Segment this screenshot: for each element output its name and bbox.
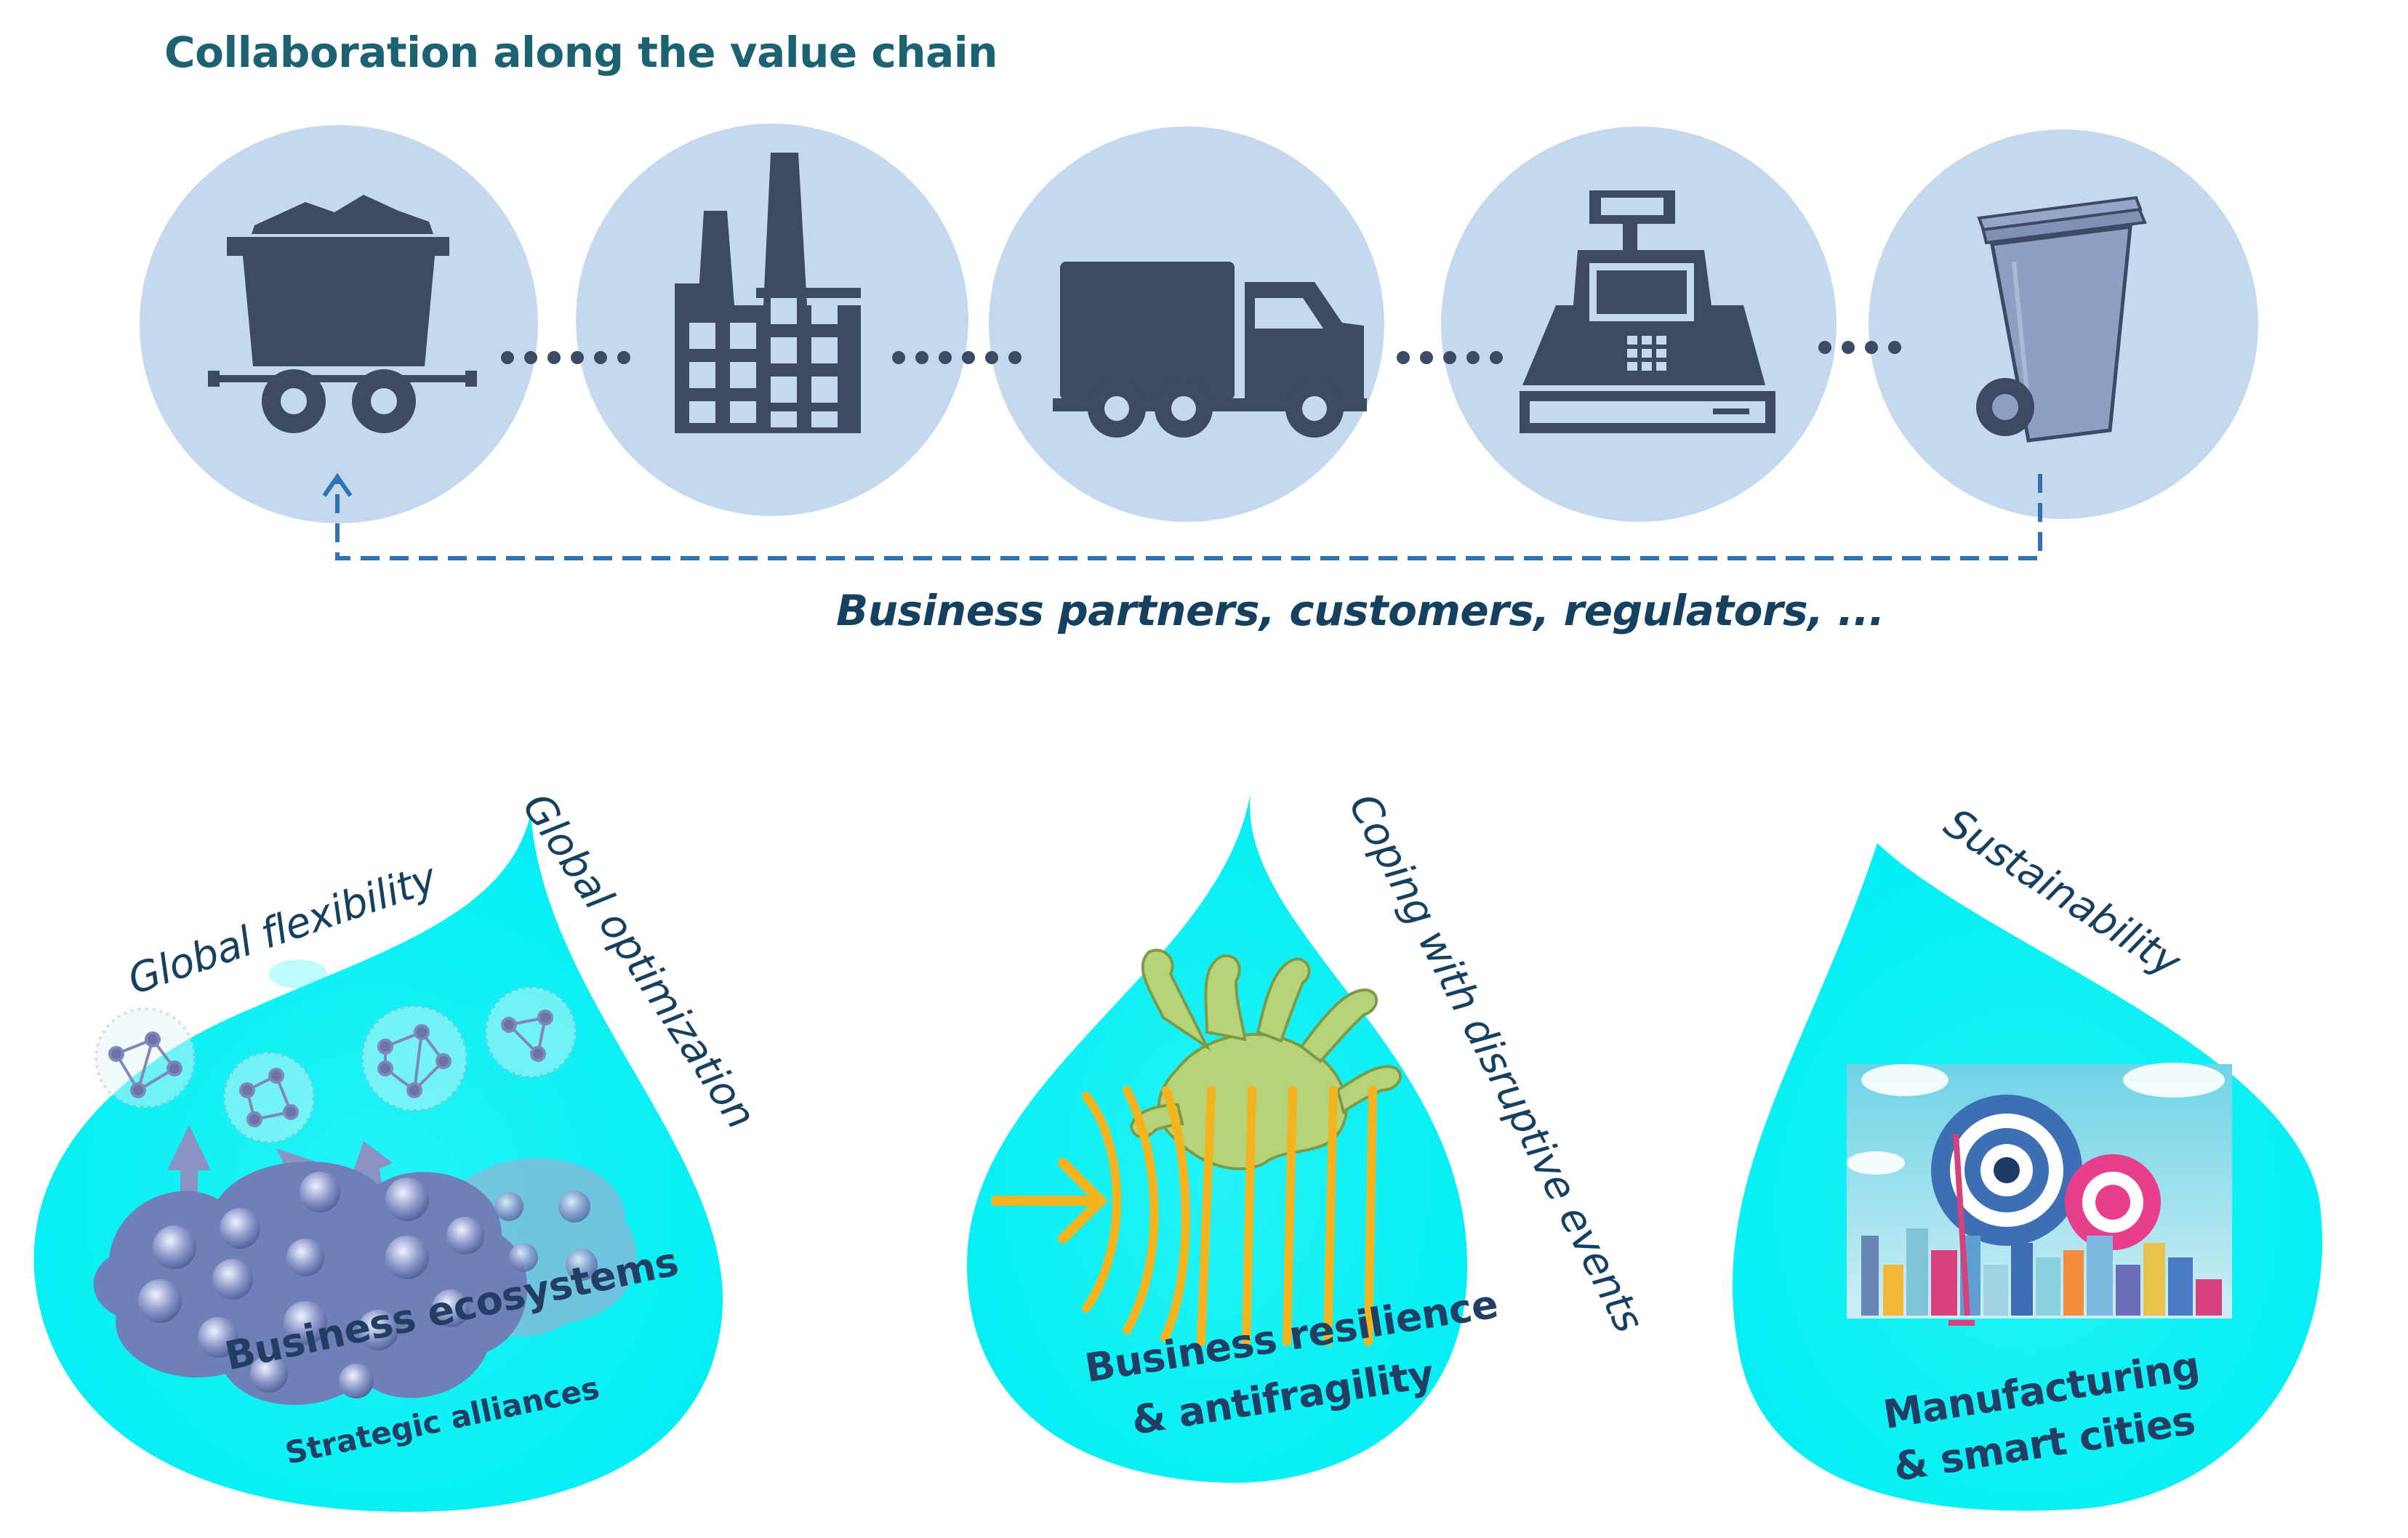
waste-bin-icon — [1976, 196, 2147, 443]
city-skyline — [1861, 1133, 2222, 1326]
gear-pink-icon — [2065, 1154, 2161, 1250]
page-title: Collaboration along the value chain — [164, 28, 998, 77]
mine-cart-icon — [208, 195, 477, 433]
chain-connectors — [501, 341, 1901, 364]
ecosystem-cloud — [93, 1158, 637, 1405]
smart-city-picture — [1847, 1063, 2232, 1326]
stakeholders-caption: Business partners, customers, regulators… — [836, 586, 1885, 635]
drop-business-ecosystems — [33, 813, 723, 1512]
impact-arrow — [991, 1158, 1108, 1244]
factory-icon — [675, 153, 861, 433]
truck-icon — [1053, 262, 1367, 438]
feedback-loop-arrow — [322, 472, 2042, 560]
drop-business-resilience — [967, 792, 1468, 1483]
value-chain — [140, 124, 2258, 560]
gear-blue-icon — [1931, 1095, 2082, 1246]
cash-register-icon — [1520, 190, 1775, 433]
drop-manufacturing-smart-cities — [1732, 843, 2323, 1511]
ecosystem-bubbles — [138, 1172, 598, 1398]
resilience-lines — [1082, 1086, 1377, 1346]
network-clusters — [95, 986, 577, 1144]
